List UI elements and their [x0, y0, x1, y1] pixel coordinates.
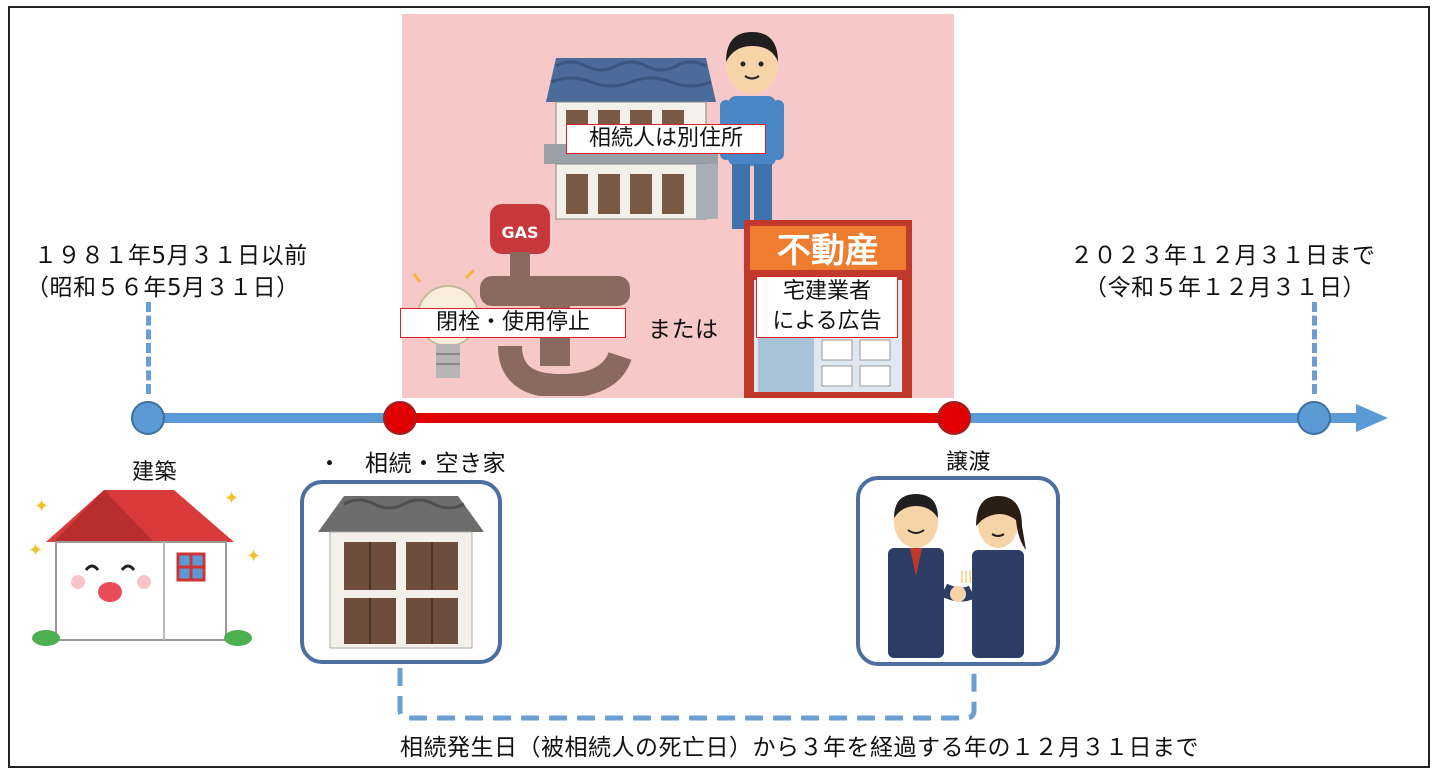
end-date-line2: （令和５年１２月３１日）: [1084, 275, 1366, 301]
transfer-label: 譲渡: [946, 450, 992, 475]
svg-text:✦: ✦: [246, 546, 261, 567]
house-smiling-icon: ✦ ✦ ✦ ✦: [24, 482, 264, 652]
end-date-line1: ２０２３年１２月３１日まで: [1070, 243, 1376, 269]
timeline: [0, 380, 1444, 460]
build-point: [131, 401, 165, 435]
start-date-line1: １９８１年5月３１日以前: [34, 243, 308, 269]
inherit-label: ・ 相続・空き家: [318, 451, 506, 477]
or-label: または: [648, 317, 719, 343]
svg-text:|||: |||: [960, 569, 972, 583]
svg-text:✦: ✦: [34, 496, 49, 517]
inherit-point: [383, 401, 417, 435]
shop-sign-text: 不動産: [777, 231, 879, 271]
gas-label: GAS: [501, 223, 538, 242]
deadline-note: 相続発生日（被相続人の死亡日）から３年を経過する年の１２月３１日まで: [400, 735, 1199, 761]
handshake-card: |||: [856, 476, 1060, 666]
utility-stop-label: 閉栓・使用停止: [400, 308, 626, 338]
ad-label-line2: による広告: [772, 309, 882, 334]
ad-label-line1: 宅建業者: [782, 279, 871, 304]
handshake-icon: |||: [888, 494, 1026, 658]
transfer-point: [937, 401, 971, 435]
ad-label: 宅建業者 による広告: [756, 276, 898, 338]
svg-text:✦: ✦: [28, 540, 43, 561]
owner-address-label: 相続人は別住所: [566, 124, 766, 154]
vacant-house-card: [300, 480, 502, 664]
vacant-house-icon: [318, 496, 484, 649]
timeline-arrow-icon: [1356, 404, 1388, 432]
start-date-line2: （昭和５６年5月３１日）: [26, 275, 300, 301]
svg-text:✦: ✦: [224, 488, 239, 509]
gas-tap-icon: GAS: [470, 196, 640, 396]
start-connector: [146, 302, 151, 394]
end-connector: [1312, 302, 1317, 394]
deadline-point: [1297, 401, 1331, 435]
deadline-bracket: [396, 664, 980, 724]
build-label: 建築: [132, 460, 178, 485]
diagram-frame: [8, 6, 1430, 768]
